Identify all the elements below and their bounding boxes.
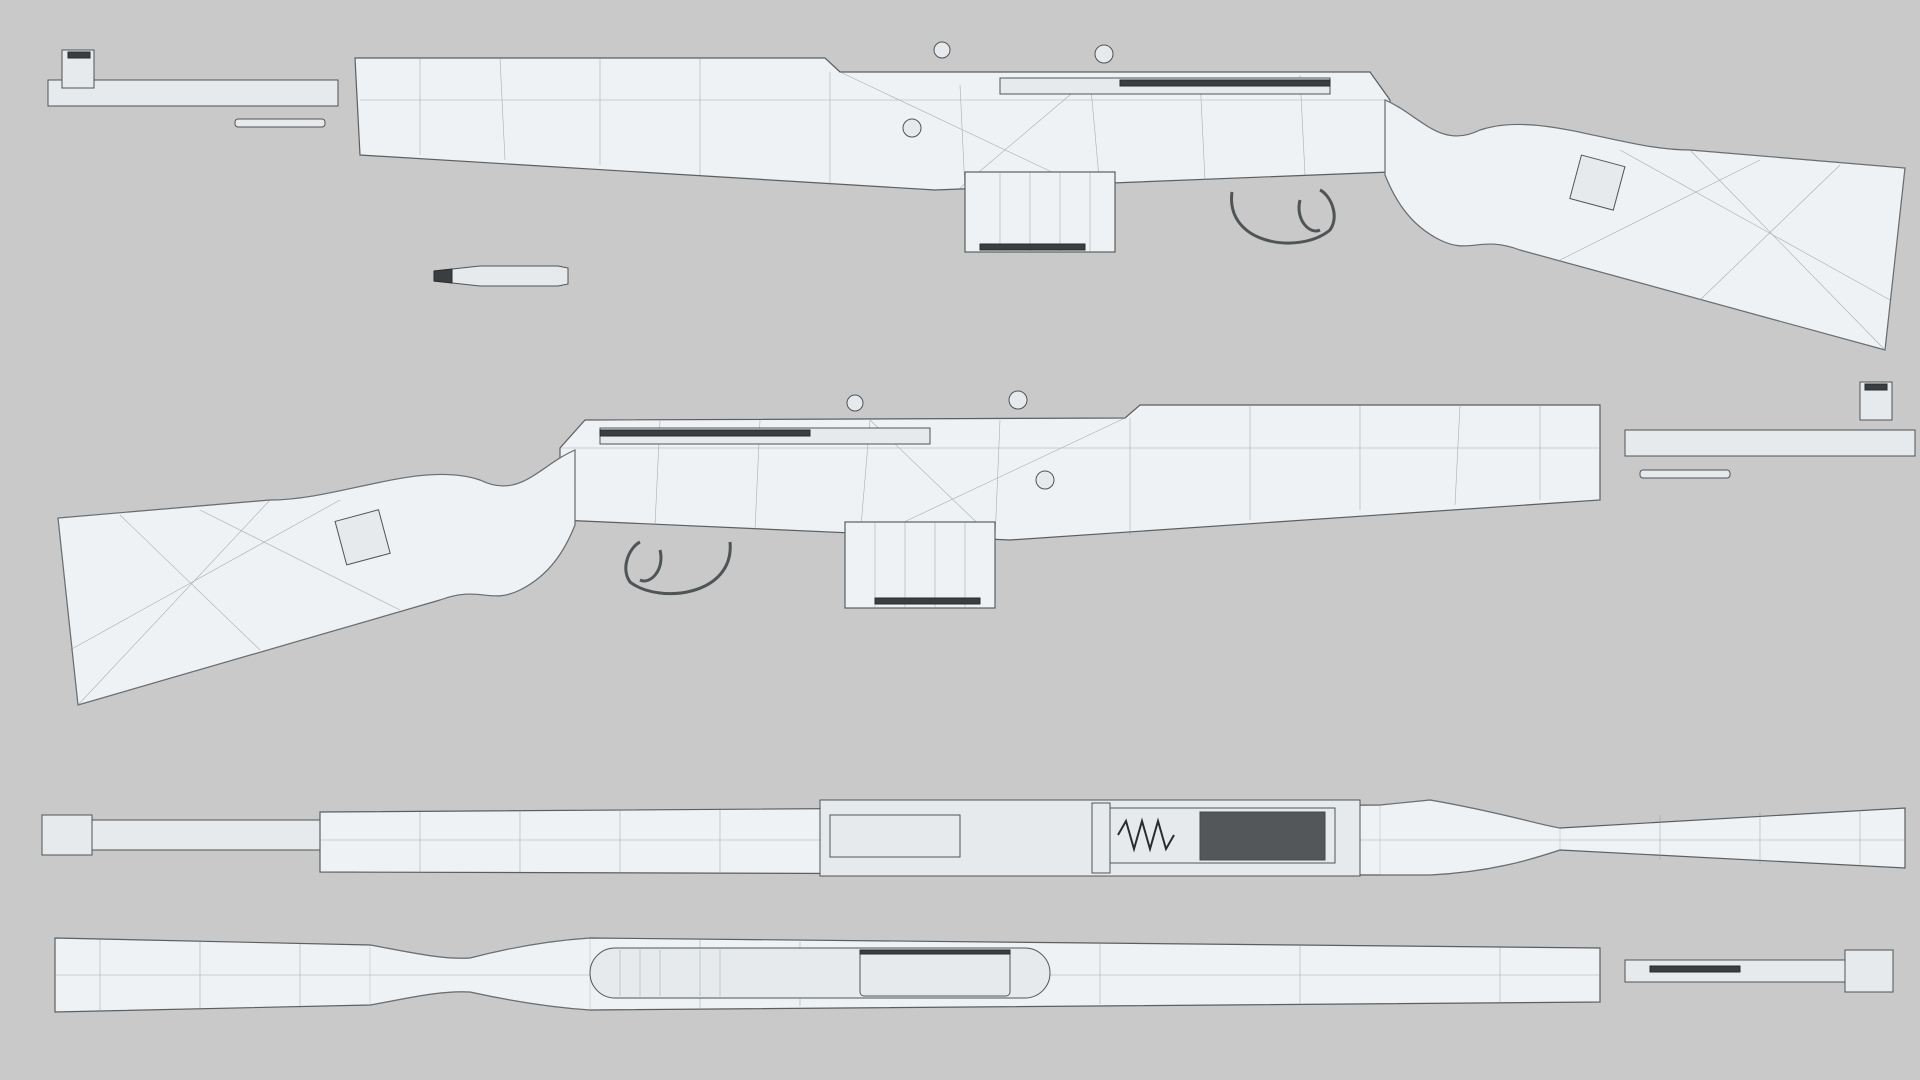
- cleaning-rod-left: [234, 118, 326, 128]
- cartridge: [433, 265, 569, 287]
- receiver-screw-left: [902, 118, 922, 138]
- cleaning-rod-bottom: [1649, 965, 1741, 973]
- buttstock-left: [1384, 99, 1906, 351]
- magazine-well-bottom: [859, 949, 1011, 997]
- sling-plate-left: [1569, 154, 1626, 211]
- recoil-spring-top: [1117, 817, 1175, 853]
- buttstock-right: [57, 449, 576, 706]
- trigger-guard-left: [1230, 188, 1336, 245]
- rifle-left-side-view: [47, 41, 1906, 351]
- rear-sight-knob-left: [933, 41, 951, 59]
- cleaning-rod-right: [1639, 469, 1731, 479]
- bolt-rail-left: [1119, 79, 1331, 87]
- rifle-bottom-view: [54, 937, 1894, 1013]
- receiver-screw-right: [1035, 470, 1055, 490]
- barrel-right: [1624, 429, 1916, 457]
- front-sight-band-left: [67, 51, 91, 59]
- trigger-right: [639, 549, 663, 583]
- magazine-floor-right: [874, 597, 981, 605]
- bolt-rail-right: [599, 429, 811, 437]
- magazine-left: [964, 171, 1116, 253]
- trigger-left: [1297, 199, 1321, 233]
- rear-sight-knob-right: [846, 394, 864, 412]
- bolt-carrier-top: [829, 814, 961, 858]
- magazine-floor-left: [979, 243, 1086, 251]
- sling-plate-right: [334, 509, 391, 566]
- magazine-well-edge-bottom: [859, 949, 1011, 955]
- front-sight-band-right: [1864, 383, 1888, 391]
- rifle-right-side-view: [57, 381, 1916, 706]
- trigger-guard-right: [624, 540, 732, 596]
- barrel-left: [47, 79, 339, 107]
- charging-knob-right: [1008, 390, 1028, 410]
- muzzle-bottom: [1844, 949, 1894, 993]
- rear-sight-top: [1091, 802, 1111, 874]
- charging-knob-left: [1094, 44, 1114, 64]
- handguard-receiver-right: [559, 404, 1601, 541]
- magazine-right: [844, 521, 996, 609]
- muzzle-top: [41, 814, 93, 856]
- bolt-channel-top: [1199, 811, 1326, 861]
- rifle-top-view: [41, 799, 1906, 877]
